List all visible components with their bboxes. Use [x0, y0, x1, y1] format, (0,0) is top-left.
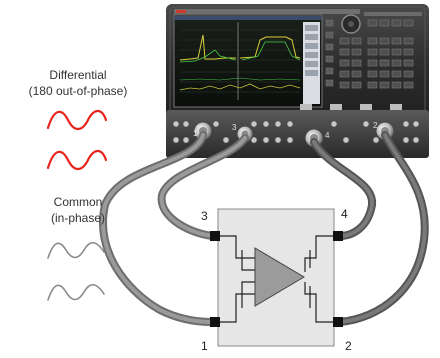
panel-small-connectors	[172, 120, 420, 144]
differential-wave-bottom	[46, 149, 108, 171]
vna-port-1-label: 1	[193, 129, 198, 138]
dut-port-1-label: 1	[201, 339, 208, 353]
common-wave-icon	[47, 241, 105, 301]
test-cables	[99, 131, 429, 326]
dut-port-2-label: 2	[345, 339, 352, 353]
dut-port-2-pad	[333, 317, 343, 327]
common-wave-top	[47, 241, 105, 259]
dut-port-3-pad	[210, 231, 220, 241]
differential-sublabel: (180 out-of-phase)	[29, 84, 128, 98]
cable-port-2	[336, 131, 429, 326]
common-label: Common	[54, 195, 103, 209]
differential-wave-icon	[46, 109, 108, 171]
common-sublabel: (in-phase)	[51, 211, 105, 225]
vna-port-4-label: 4	[325, 131, 330, 140]
common-wave-bottom	[47, 283, 105, 301]
analyzer-keypad	[339, 12, 422, 89]
dut-port-4-label: 4	[341, 207, 348, 221]
vna-port-2-label: 2	[373, 121, 378, 130]
amplifier-dut-icon	[210, 208, 343, 347]
dut-port-1-pad	[210, 317, 220, 327]
analyzer-screen	[173, 14, 323, 108]
dut-port-4-pad	[333, 231, 343, 241]
dut-port-3-label: 3	[201, 209, 208, 223]
vna-port-3-label: 3	[232, 123, 237, 132]
differential-wave-top	[46, 109, 108, 131]
amplifier-triangle	[254, 247, 305, 307]
differential-label: Differential	[49, 68, 106, 82]
